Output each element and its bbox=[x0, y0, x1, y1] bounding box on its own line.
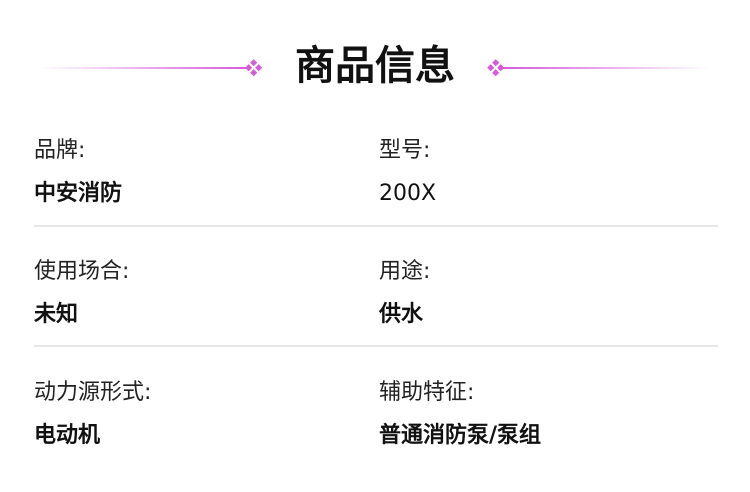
aux-feature-label: 辅助特征: bbox=[379, 380, 475, 405]
purpose-label: 用途: bbox=[379, 259, 431, 284]
diamond-cluster-icon-right bbox=[487, 59, 505, 77]
usage-scene-value: 未知 bbox=[34, 302, 79, 327]
row-divider bbox=[34, 345, 718, 347]
decorative-line-left bbox=[40, 67, 248, 69]
power-source-value: 电动机 bbox=[34, 423, 101, 448]
decorative-line-right bbox=[502, 67, 710, 69]
model-label: 型号: bbox=[379, 138, 431, 163]
section-header: 商品信息 bbox=[0, 0, 750, 130]
brand-value: 中安消防 bbox=[34, 181, 123, 206]
brand-label: 品牌: bbox=[34, 138, 86, 163]
purpose-value: 供水 bbox=[379, 302, 424, 327]
diamond-cluster-icon-left bbox=[245, 59, 263, 77]
usage-scene-label: 使用场合: bbox=[34, 259, 130, 284]
model-value: 200X bbox=[379, 181, 437, 206]
page-title: 商品信息 bbox=[295, 43, 455, 89]
aux-feature-value: 普通消防泵/泵组 bbox=[379, 423, 542, 448]
power-source-label: 动力源形式: bbox=[34, 380, 152, 405]
row-divider bbox=[34, 225, 718, 227]
